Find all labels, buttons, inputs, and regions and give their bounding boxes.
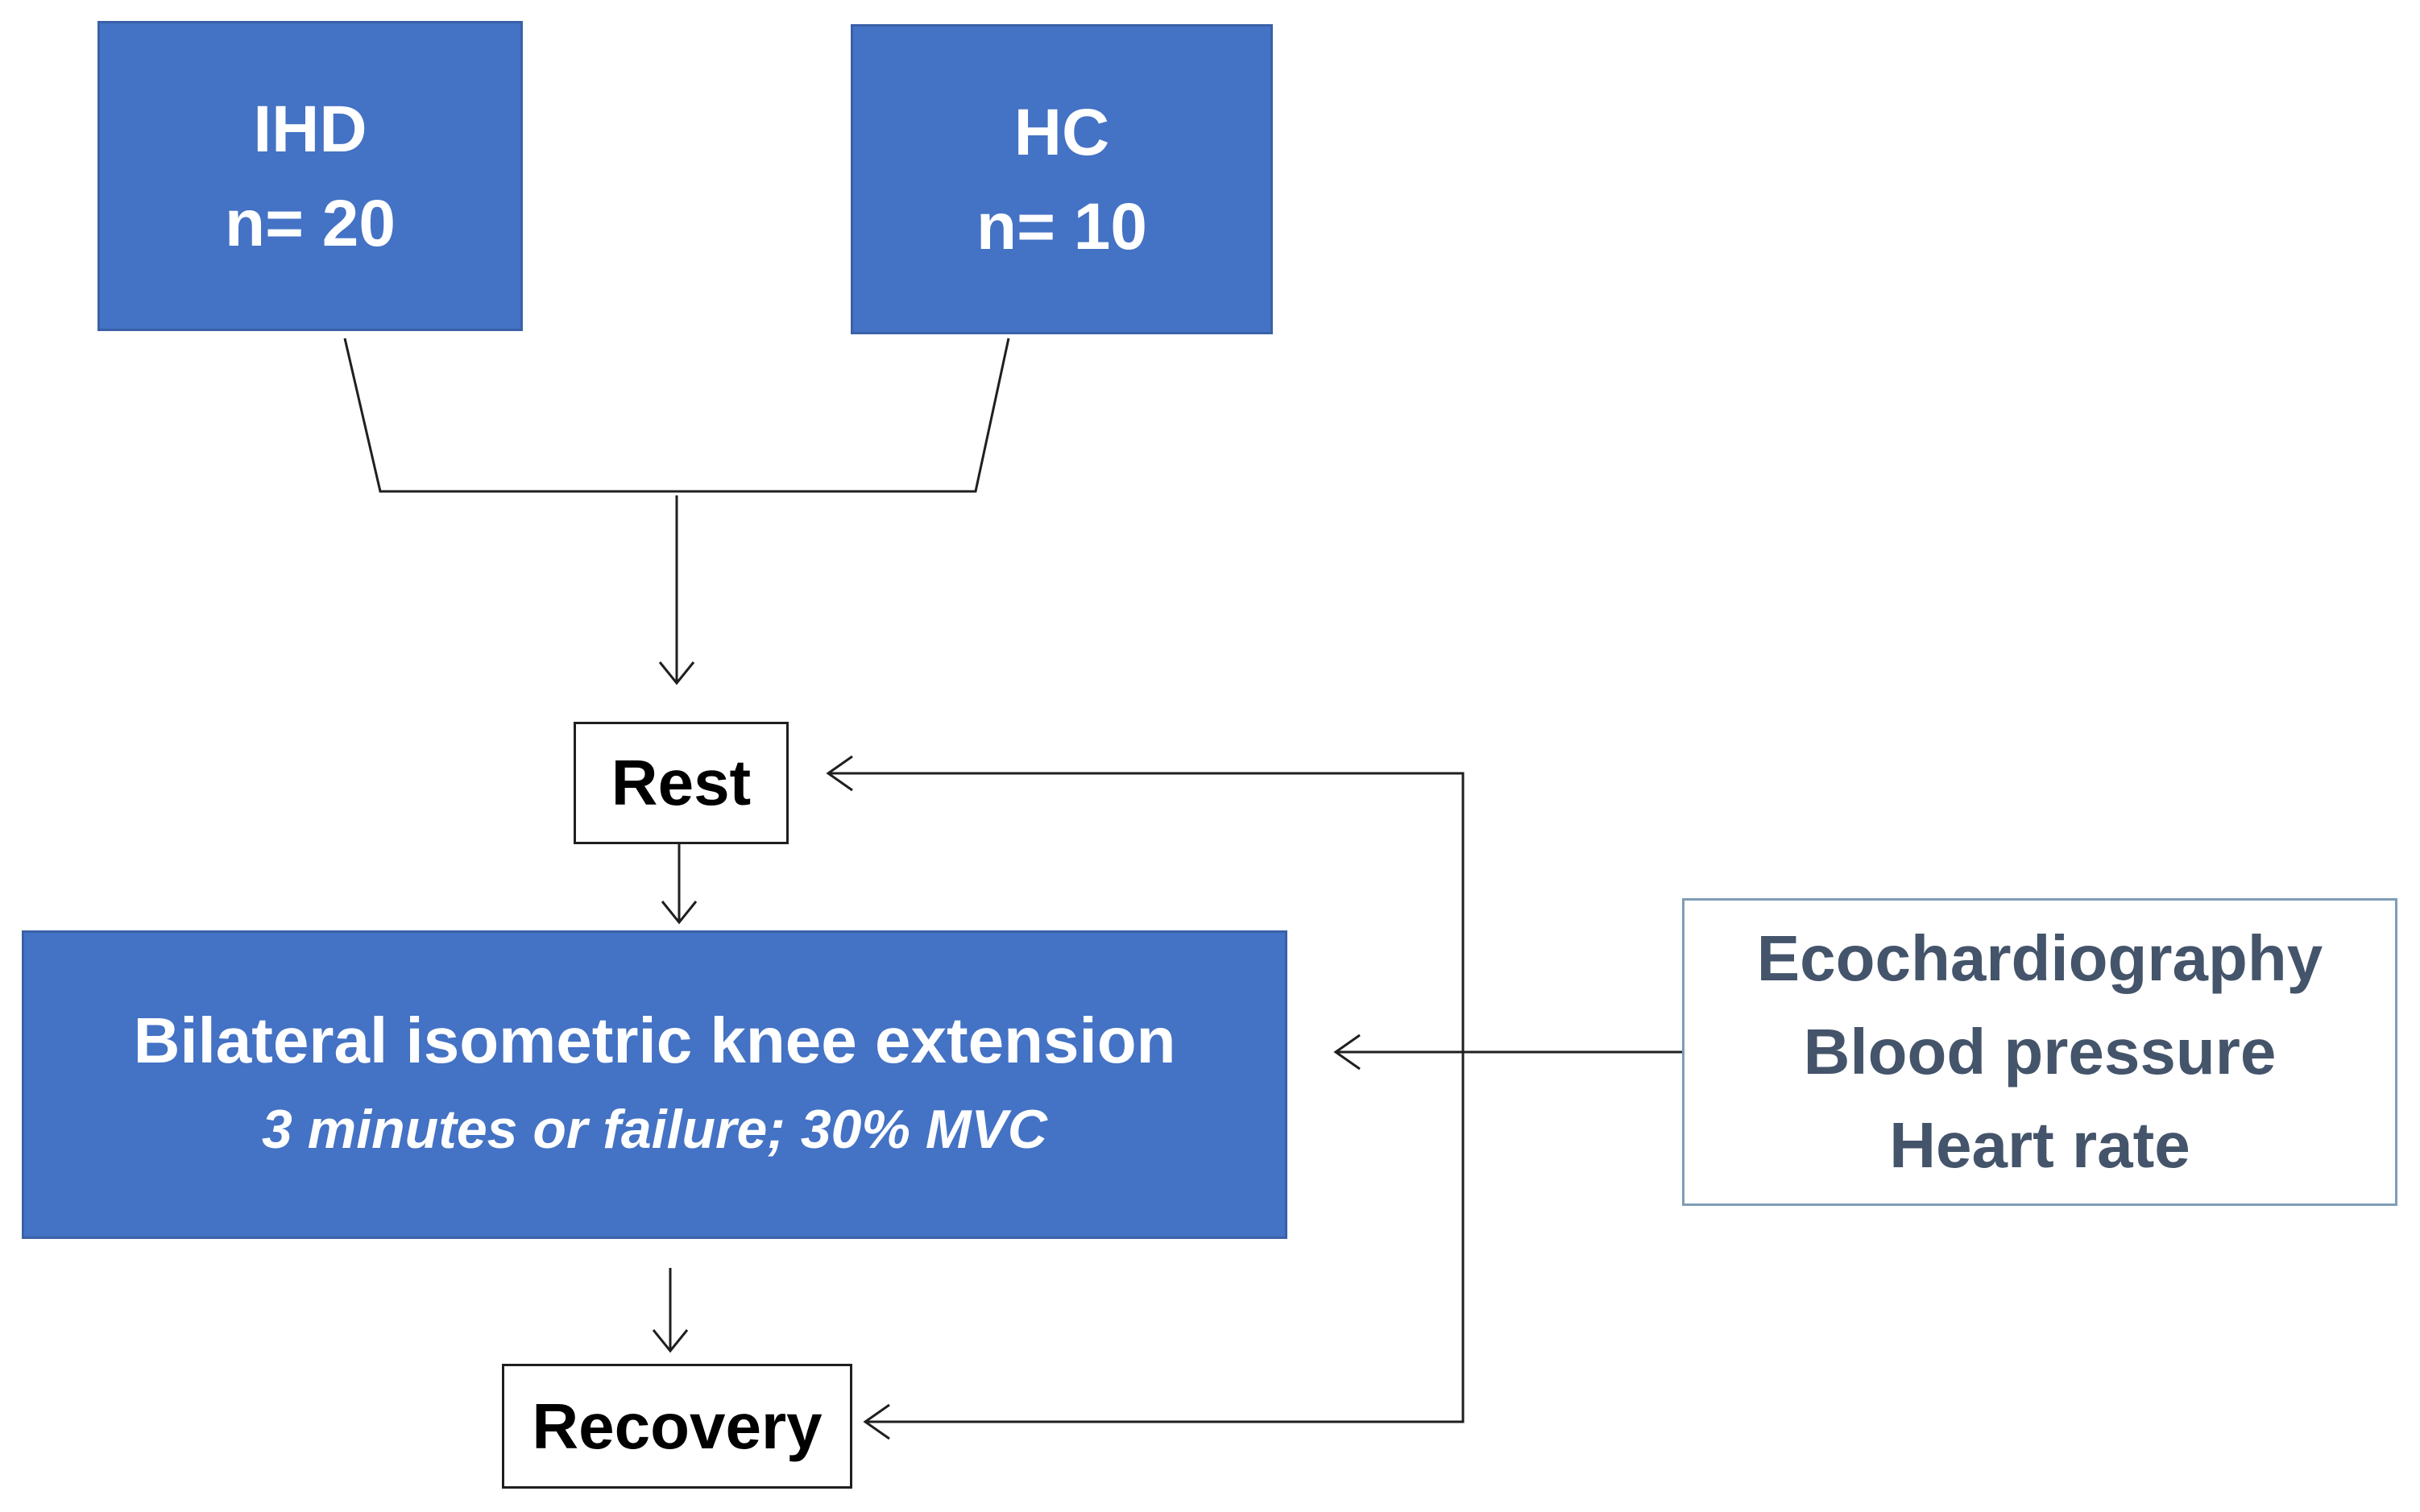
merge-to-rest-arrowhead	[658, 661, 695, 686]
hc-group-label: HC	[1013, 95, 1110, 169]
hc-group-box: HC n= 10	[851, 24, 1273, 334]
hc-group-count: n= 10	[976, 189, 1147, 263]
feedback-to-rest-arrowhead	[826, 755, 853, 792]
measurement-feedback-line	[828, 772, 1465, 1423]
exercise-subtitle: 3 minutes or failure; 30% MVC	[262, 1098, 1047, 1160]
rest-to-exercise-arrowhead	[661, 901, 698, 925]
ihd-group-count: n= 20	[225, 186, 396, 260]
ihd-group-label: IHD	[253, 92, 367, 166]
measurements-box: Ecochardiography Blood pressure Heart ra…	[1682, 898, 2397, 1206]
ihd-group-box: IHD n= 20	[97, 21, 523, 331]
measurement-blood-pressure: Blood pressure	[1803, 1016, 2277, 1087]
exercise-to-recovery-arrowhead	[652, 1329, 689, 1353]
measurement-heart-rate: Heart rate	[1889, 1109, 2190, 1181]
feedback-to-recovery-arrowhead	[863, 1403, 890, 1440]
ihd-merge-connector	[343, 338, 677, 493]
measures-to-exercise-arrowhead	[1333, 1034, 1361, 1071]
rest-label: Rest	[611, 747, 752, 818]
recovery-label: Recovery	[532, 1390, 823, 1462]
exercise-title: Bilateral isometric knee extension	[133, 1004, 1176, 1076]
exercise-box: Bilateral isometric knee extension 3 min…	[22, 930, 1287, 1239]
hc-merge-connector	[677, 338, 1010, 493]
measurement-echocardiography: Ecochardiography	[1756, 922, 2323, 994]
rest-box: Rest	[574, 722, 789, 844]
recovery-box: Recovery	[502, 1364, 852, 1489]
